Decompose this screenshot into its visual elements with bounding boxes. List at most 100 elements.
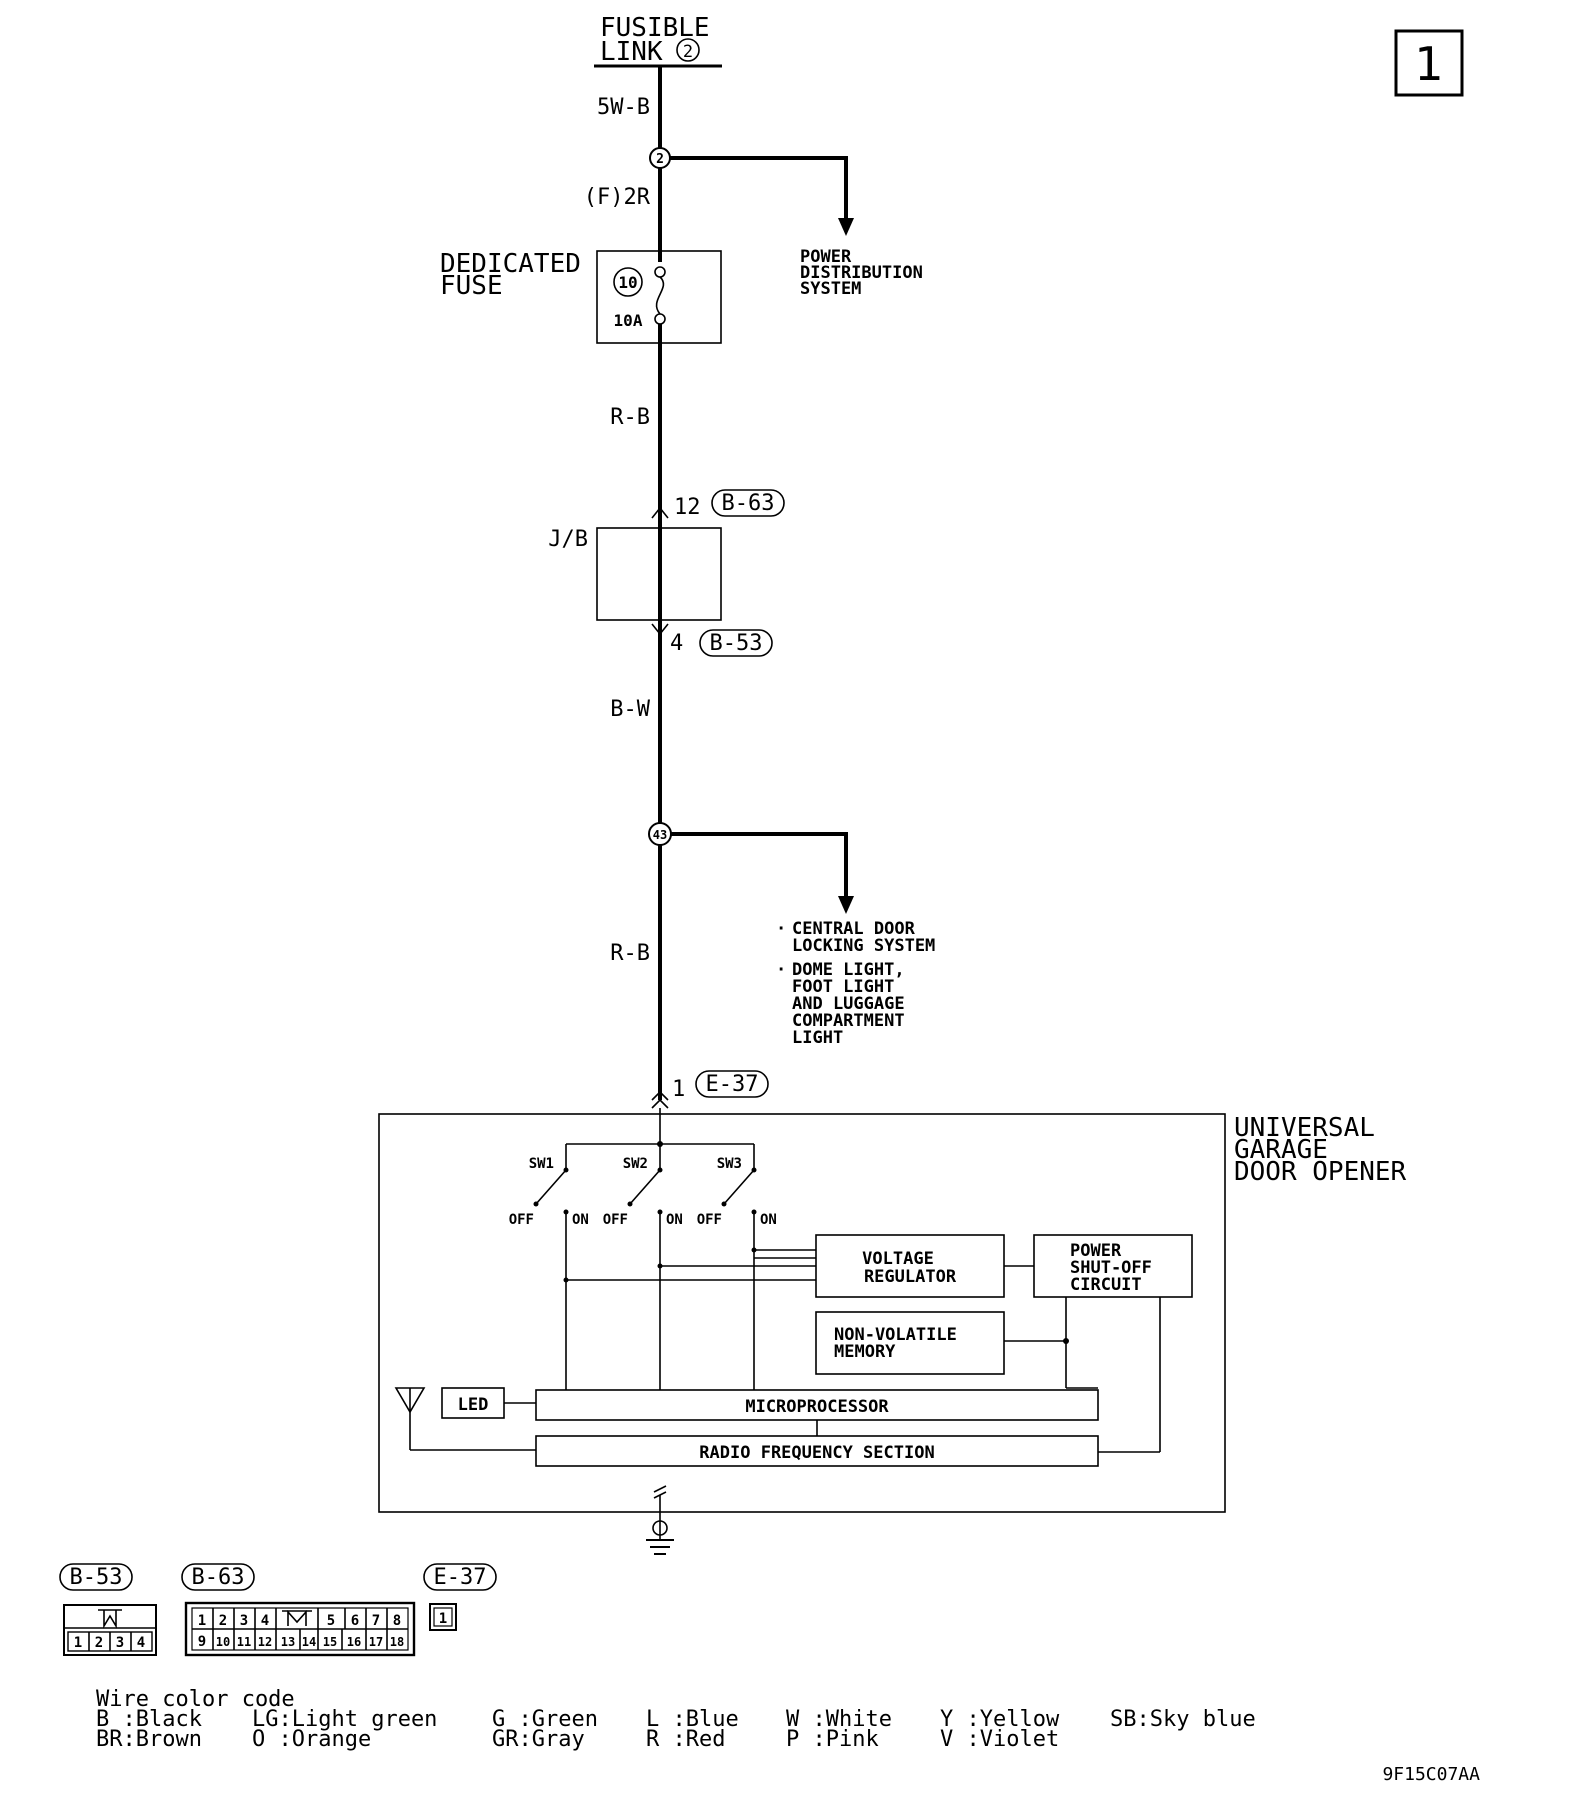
b53-pin-1: 1 xyxy=(74,1635,82,1651)
legend-r1-5: Y :Yellow xyxy=(940,1707,1060,1732)
b63-pin-8: 8 xyxy=(393,1613,401,1629)
fusible-link-label: FUSIBLE xyxy=(600,13,710,43)
fuse-terminal-bottom xyxy=(654,313,666,325)
legend-r2-2: GR:Gray xyxy=(492,1727,585,1752)
module-name-1: UNIVERSAL xyxy=(1234,1113,1375,1143)
b63-pin-11: 11 xyxy=(237,1635,251,1649)
branch-bullet-2: · xyxy=(776,960,786,980)
dedicated-fuse-label-2: FUSE xyxy=(440,271,503,301)
branch-bullet-1: · xyxy=(776,919,786,939)
jb-pin-top: 12 xyxy=(674,495,701,520)
jb-conn-mark-bottom xyxy=(651,623,669,636)
legend-r1-6: SB:Sky blue xyxy=(1110,1707,1256,1732)
b63-pin-18: 18 xyxy=(390,1635,404,1649)
wire-label-2: (F)2R xyxy=(584,185,651,210)
rf-section: RADIO FREQUENCY SECTION xyxy=(699,1443,934,1463)
fuse-terminal-top xyxy=(654,266,666,278)
switch-sw2-off: OFF xyxy=(603,1212,628,1228)
voltage-regulator-1: VOLTAGE xyxy=(862,1249,934,1269)
figure-code: 9F15C07AA xyxy=(1382,1764,1480,1785)
power-dist-1: POWER xyxy=(800,247,852,267)
legend-r1-3: L :Blue xyxy=(646,1707,739,1732)
branch-item1-1: CENTRAL DOOR xyxy=(792,919,916,939)
jb-conn-top: B-63 xyxy=(722,491,775,516)
legend-r1-0: B :Black xyxy=(96,1707,202,1732)
legend-r2-0: BR:Brown xyxy=(96,1727,202,1752)
b63-pin-10: 10 xyxy=(216,1635,230,1649)
legend-r1-4: W :White xyxy=(786,1707,892,1732)
switch-sw1-name: SW1 xyxy=(529,1156,554,1172)
switch-sw3-on: ON xyxy=(760,1212,777,1228)
b63-pin-12: 12 xyxy=(258,1635,272,1649)
switch-sw3-off: OFF xyxy=(697,1212,722,1228)
b63-label-oval xyxy=(181,1563,255,1591)
rf-box xyxy=(535,1435,1099,1467)
jb-pin-bottom: 4 xyxy=(670,631,683,656)
power-dist-2: DISTRIBUTION xyxy=(800,263,923,283)
b63-pin-9: 9 xyxy=(198,1634,206,1650)
b63-pin-16: 16 xyxy=(347,1635,361,1649)
led: LED xyxy=(458,1395,489,1415)
b63-pin-14: 14 xyxy=(302,1635,316,1649)
branch-item1-2: LOCKING SYSTEM xyxy=(792,936,935,956)
switch-sw2-name: SW2 xyxy=(623,1156,648,1172)
e37-connector-view xyxy=(429,1603,457,1631)
branch-item2-4: COMPARTMENT xyxy=(792,1011,905,1031)
module-name-2: GARAGE xyxy=(1234,1135,1328,1165)
branch-item2-3: AND LUGGAGE xyxy=(792,994,905,1014)
e37-pin: 1 xyxy=(672,1077,685,1102)
branch-item2-1: DOME LIGHT, xyxy=(792,960,905,980)
fusible-link-num: 2 xyxy=(683,42,693,62)
page-number: 1 xyxy=(1414,37,1443,91)
e37-conn-oval xyxy=(695,1070,769,1098)
b53-label-oval xyxy=(59,1563,133,1591)
branch-wire-2 xyxy=(671,832,848,898)
nonvolatile-2: MEMORY xyxy=(834,1342,896,1362)
b53-pin-2: 2 xyxy=(95,1635,103,1651)
legend-r2-4: P :Pink xyxy=(786,1727,879,1752)
jb-conn-mark-top xyxy=(651,506,669,519)
legend-r2-5: V :Violet xyxy=(940,1727,1059,1752)
b63-pin-5: 5 xyxy=(327,1613,335,1629)
module-name-3: DOOR OPENER xyxy=(1234,1157,1407,1187)
b63-pin-3: 3 xyxy=(240,1613,248,1629)
power-shutoff-box xyxy=(1033,1234,1193,1298)
wire-label-5: R-B xyxy=(610,941,650,966)
e37-view-pin-1: 1 xyxy=(439,1611,447,1627)
b63-pin-2: 2 xyxy=(219,1613,227,1629)
nonvolatile-box xyxy=(815,1311,1005,1375)
page-number-box xyxy=(1394,29,1464,97)
b63-pin-7: 7 xyxy=(372,1613,380,1629)
fusible-link-num-circle xyxy=(676,38,700,62)
b63-pin-1: 1 xyxy=(198,1613,206,1629)
voltage-regulator-2: REGULATOR xyxy=(864,1267,957,1287)
switch-sw2 xyxy=(627,1144,663,1390)
b63-pin-15: 15 xyxy=(323,1635,337,1649)
branch-item2-2: FOOT LIGHT xyxy=(792,977,894,997)
wire-label-3: R-B xyxy=(610,405,650,430)
switch-sw1-on: ON xyxy=(572,1212,589,1228)
legend-r1-1: LG:Light green xyxy=(252,1707,437,1732)
splice-2-num: 2 xyxy=(656,152,664,167)
jb-label: J/B xyxy=(548,527,588,552)
module-box xyxy=(378,1113,1226,1513)
legend-r2-1: O :Orange xyxy=(252,1727,371,1752)
b63-pin-6: 6 xyxy=(351,1613,359,1629)
nonvolatile-1: NON-VOLATILE xyxy=(834,1325,957,1345)
power-shutoff-1: POWER xyxy=(1070,1241,1122,1261)
legend-r2-3: R :Red xyxy=(646,1727,725,1752)
e37-label-oval xyxy=(423,1563,497,1591)
jb-conn-bottom-oval xyxy=(699,629,773,657)
switch-sw3-name: SW3 xyxy=(717,1156,742,1172)
b63-pin-4: 4 xyxy=(261,1613,269,1629)
jb-conn-top-oval xyxy=(711,489,785,517)
e37-view-label: E-37 xyxy=(434,1565,487,1590)
splice-43-num: 43 xyxy=(653,828,667,842)
switch-sw2-on: ON xyxy=(666,1212,683,1228)
b53-pin-3: 3 xyxy=(116,1635,124,1651)
dedicated-fuse-label: DEDICATED xyxy=(440,249,581,279)
fuse-element xyxy=(655,276,665,315)
b63-label: B-63 xyxy=(192,1565,245,1590)
branch-item2-5: LIGHT xyxy=(792,1028,843,1048)
wire-label-4: B-W xyxy=(610,697,650,722)
